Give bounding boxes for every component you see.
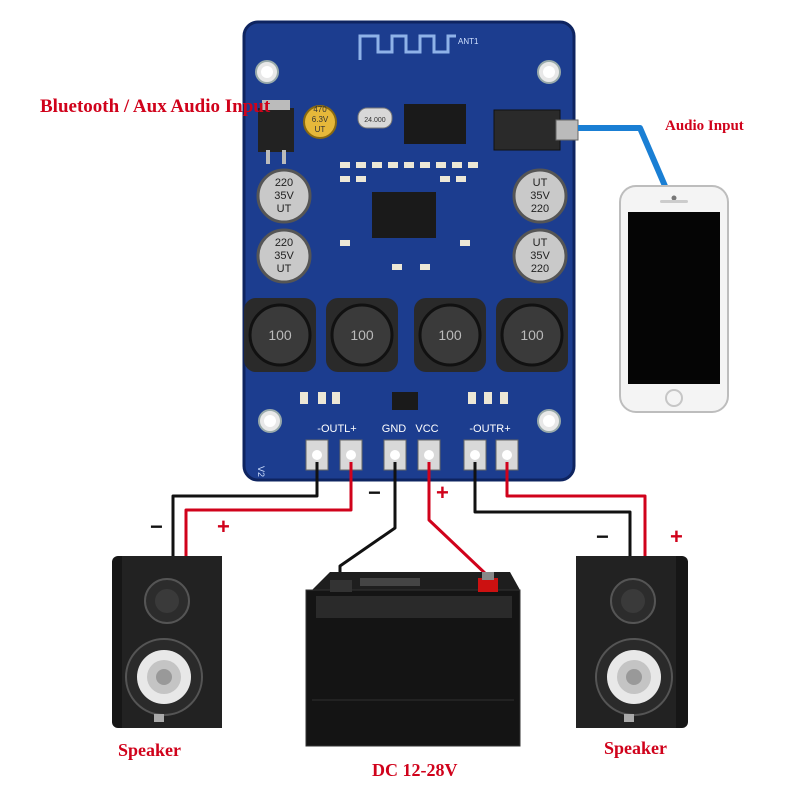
terminal-pads	[305, 439, 519, 471]
speaker-right	[576, 556, 688, 728]
speaker-left-label: Speaker	[118, 740, 181, 760]
polarity-plus: +	[670, 524, 683, 549]
cap-label: 6.3V	[312, 115, 329, 124]
polarity-minus: −	[150, 514, 163, 539]
svg-text:220: 220	[531, 263, 549, 275]
amp-chip	[372, 192, 436, 238]
speaker-right-label: Speaker	[604, 738, 667, 758]
svg-text:35V: 35V	[530, 250, 550, 262]
speaker-left	[112, 556, 222, 728]
capacitor-group: 220 35V UT 220 35V UT UT 35V 220 UT 35V …	[256, 168, 568, 284]
svg-text:100: 100	[438, 327, 462, 343]
wires	[171, 125, 668, 578]
svg-text:UT: UT	[277, 263, 292, 275]
svg-text:220: 220	[275, 237, 293, 249]
wire-right-positive	[505, 462, 647, 560]
svg-text:UT: UT	[277, 203, 292, 215]
smartphone	[619, 185, 729, 413]
svg-text:UT: UT	[533, 177, 548, 189]
polarity-minus: −	[596, 524, 609, 549]
cap-label: UT	[315, 125, 326, 134]
polarity-plus: +	[217, 514, 230, 539]
polarity-plus: +	[436, 480, 449, 505]
svg-text:35V: 35V	[274, 190, 294, 202]
svg-text:220: 220	[531, 203, 549, 215]
crystal-label: 24.000	[364, 117, 386, 124]
aux-cable	[578, 125, 668, 188]
terminal-label-outl: -OUTL+	[317, 423, 356, 435]
inductor-group: 100 100 100 100	[244, 298, 568, 372]
amplifier-board: ANT1 470 6.3V UT 24.000	[242, 20, 579, 482]
battery	[305, 572, 521, 747]
antenna-label: ANT1	[458, 37, 479, 46]
wire-right-negative	[473, 462, 632, 560]
antenna-trace	[358, 34, 456, 60]
terminal-label-gnd: GND	[382, 423, 407, 435]
wire-vcc	[427, 462, 490, 578]
wire-left-negative	[171, 462, 319, 560]
svg-text:100: 100	[520, 327, 544, 343]
cap-label: 470	[313, 105, 327, 114]
terminal-label-outr: -OUTR+	[469, 423, 510, 435]
svg-text:220: 220	[275, 177, 293, 189]
svg-text:UT: UT	[533, 237, 548, 249]
wire-gnd	[338, 462, 397, 576]
power-label: DC 12-28V	[372, 760, 458, 780]
svg-text:100: 100	[268, 327, 292, 343]
terminal-label-vcc: VCC	[415, 423, 438, 435]
svg-text:35V: 35V	[274, 250, 294, 262]
board-version: V2	[256, 466, 266, 477]
svg-text:35V: 35V	[530, 190, 550, 202]
input-title: Bluetooth / Aux Audio Input	[40, 96, 271, 117]
audio-input-label: Audio Input	[665, 118, 744, 134]
svg-text:100: 100	[350, 327, 374, 343]
polarity-minus: −	[368, 480, 381, 505]
wire-left-positive	[184, 462, 353, 560]
